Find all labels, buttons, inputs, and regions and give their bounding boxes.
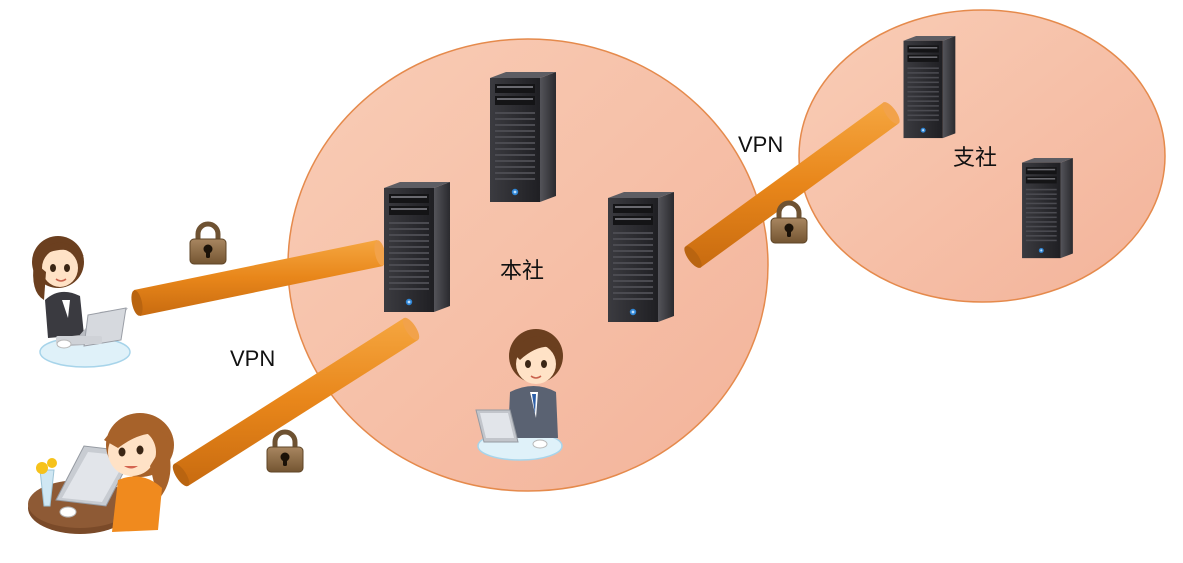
- vpn-label-remote: VPN: [230, 346, 275, 371]
- remote-worker-icon: [28, 413, 174, 534]
- vpn-tunnel-branch: [684, 102, 900, 268]
- server-icon: [1022, 158, 1073, 259]
- branch-office-zone: [798, 9, 1166, 303]
- vpn-tunnel-remote-worker-1: [131, 240, 386, 316]
- branch-office-label: 支社: [953, 146, 997, 171]
- office-worker-icon: [475, 329, 563, 461]
- server-icon: [608, 192, 674, 322]
- vpn-label-branch: VPN: [738, 132, 783, 157]
- vpn-tunnel-remote-worker-2: [172, 317, 420, 487]
- server-icon: [903, 36, 956, 139]
- padlock-icon: [190, 224, 226, 264]
- padlock-icon: [267, 432, 303, 472]
- head-office-label: 本社: [500, 259, 544, 284]
- server-icon: [384, 182, 450, 312]
- remote-worker-icon: [32, 236, 131, 368]
- server-icon: [490, 72, 556, 202]
